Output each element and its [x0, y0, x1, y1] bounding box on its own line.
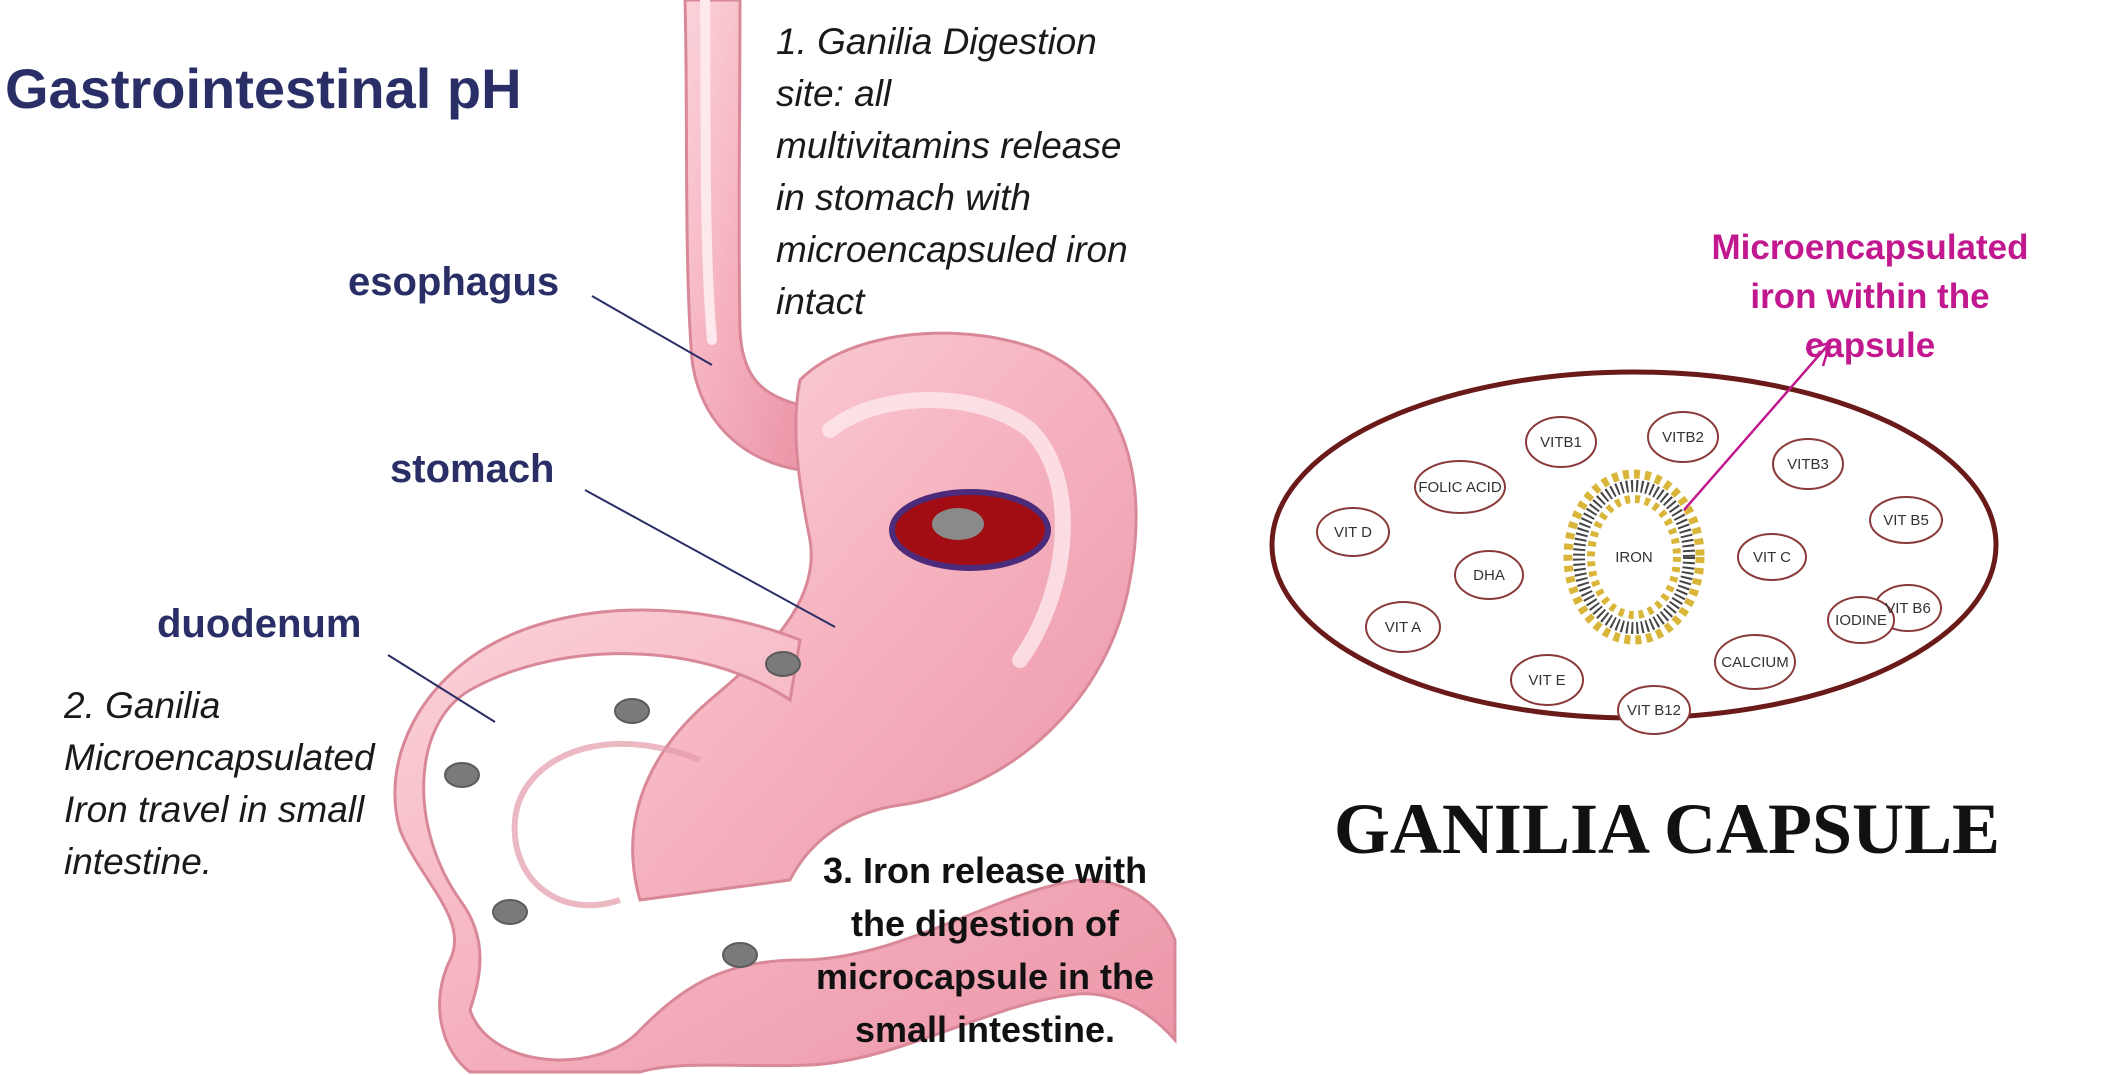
capsule-label-line: iron within the [1750, 277, 1989, 316]
nutrient-bubble [1454, 550, 1524, 600]
nutrient-vit-c: VIT C [1753, 549, 1791, 566]
esophagus-highlight [700, 0, 717, 345]
duodenum-label: duodenum [157, 602, 361, 646]
microcapsule-dot [614, 698, 650, 724]
nutrient-iodine: IODINE [1835, 612, 1887, 629]
microcapsule-dot [444, 762, 480, 788]
iron-membrane-tails [1573, 480, 1695, 634]
nutrient-bubble [1525, 416, 1597, 468]
capsule-label-line: Microencapsulated [1711, 228, 2028, 267]
nutrient-vit-b3: VITB3 [1787, 456, 1829, 473]
microcapsule-dot [492, 899, 528, 925]
nutrient-vit-b12: VIT B12 [1627, 702, 1681, 719]
microcapsules [444, 651, 801, 968]
iron-membrane-inner [1587, 495, 1681, 619]
microcapsule-dot [722, 942, 758, 968]
stomach-inner-highlight [822, 392, 1071, 668]
microcapsule-dot [765, 651, 801, 677]
nutrient-vit-b5: VIT B5 [1883, 512, 1929, 529]
nutrient-vit-b1: VITB1 [1540, 434, 1582, 451]
nutrient-bubble [1617, 685, 1691, 735]
note-1-line: multivitamins release [776, 125, 1121, 166]
nutrient-bubble [1714, 634, 1796, 690]
esophagus-label: esophagus [348, 260, 559, 304]
nutrient-calcium: CALCIUM [1721, 654, 1789, 671]
nutrient-vit-b6: VIT B6 [1885, 600, 1931, 617]
nutrient-bubble [1827, 596, 1895, 644]
note-2-line: intestine. [64, 841, 212, 882]
esophagus-pointer-line [591, 295, 713, 366]
capsule-label: Microencapsulated iron within the capsul… [1711, 228, 2028, 365]
note-1-line: site: all [776, 73, 893, 114]
duodenum-inner-curve [511, 740, 702, 909]
note-2-line: Microencapsulated [64, 737, 376, 778]
note-1-line: microencapsuled iron [776, 229, 1128, 270]
nutrient-vit-e: VIT E [1528, 672, 1565, 689]
note-1-line: 1. Ganilia Digestion [776, 21, 1097, 62]
stomach-pointer-line [584, 489, 836, 628]
nutrient-dha: DHA [1473, 567, 1505, 584]
capsule-diagram: VITB1 VITB2 VITB3 FOLIC ACID VIT B5 VIT … [1269, 341, 1999, 735]
nutrient-folic-acid: FOLIC ACID [1418, 479, 1502, 496]
capsule-label-arrow-line [1683, 344, 1829, 511]
nutrient-bubble [1772, 438, 1844, 490]
nutrient-bubble [1647, 411, 1719, 463]
nutrient-bubble [1316, 507, 1390, 557]
nutrient-vit-a: VIT A [1385, 619, 1421, 636]
note-1: 1. Ganilia Digestion site: all multivita… [776, 21, 1128, 322]
note-2-line: Iron travel in small [64, 789, 366, 830]
nutrient-bubble [1869, 496, 1943, 544]
nutrient-bubble [1737, 533, 1807, 581]
note-2-line: 2. Ganilia [63, 685, 220, 726]
duodenum-pointer-line [387, 654, 496, 723]
nutrient-bubble [1414, 460, 1506, 514]
stomach-body [631, 331, 1138, 902]
digestive-tract [387, 0, 1177, 1074]
note-3: 3. Iron release with the digestion of mi… [816, 850, 1154, 1050]
note-3-line: microcapsule in the [816, 956, 1154, 997]
note-1-line: in stomach with [776, 177, 1031, 218]
note-1-line: intact [776, 281, 866, 322]
nutrient-bubble [1365, 601, 1441, 653]
nutrient-bubble [1510, 654, 1584, 706]
note-3-line: small intestine. [855, 1009, 1115, 1050]
nutrient-vit-d: VIT D [1334, 524, 1372, 541]
stomach-label: stomach [390, 447, 555, 491]
duodenum-loop [393, 608, 1177, 1074]
nutrient-bubbles [1316, 411, 1943, 735]
capsule-label-arrowhead [1805, 341, 1832, 367]
nutrient-vit-b2: VITB2 [1662, 429, 1704, 446]
diagram-title: Gastrointestinal pH [5, 57, 522, 120]
capsule-label-line: capsule [1805, 326, 1935, 365]
capsule-core-in-stomach [932, 508, 984, 540]
iron-microcapsule [1563, 469, 1705, 645]
note-3-line: the digestion of [851, 903, 1120, 944]
nutrient-iron: IRON [1615, 549, 1653, 566]
note-2: 2. Ganilia Microencapsulated Iron travel… [63, 685, 376, 882]
note-3-line: 3. Iron release with [823, 850, 1147, 891]
capsule-title: GANILIA CAPSULE [1334, 789, 2000, 869]
